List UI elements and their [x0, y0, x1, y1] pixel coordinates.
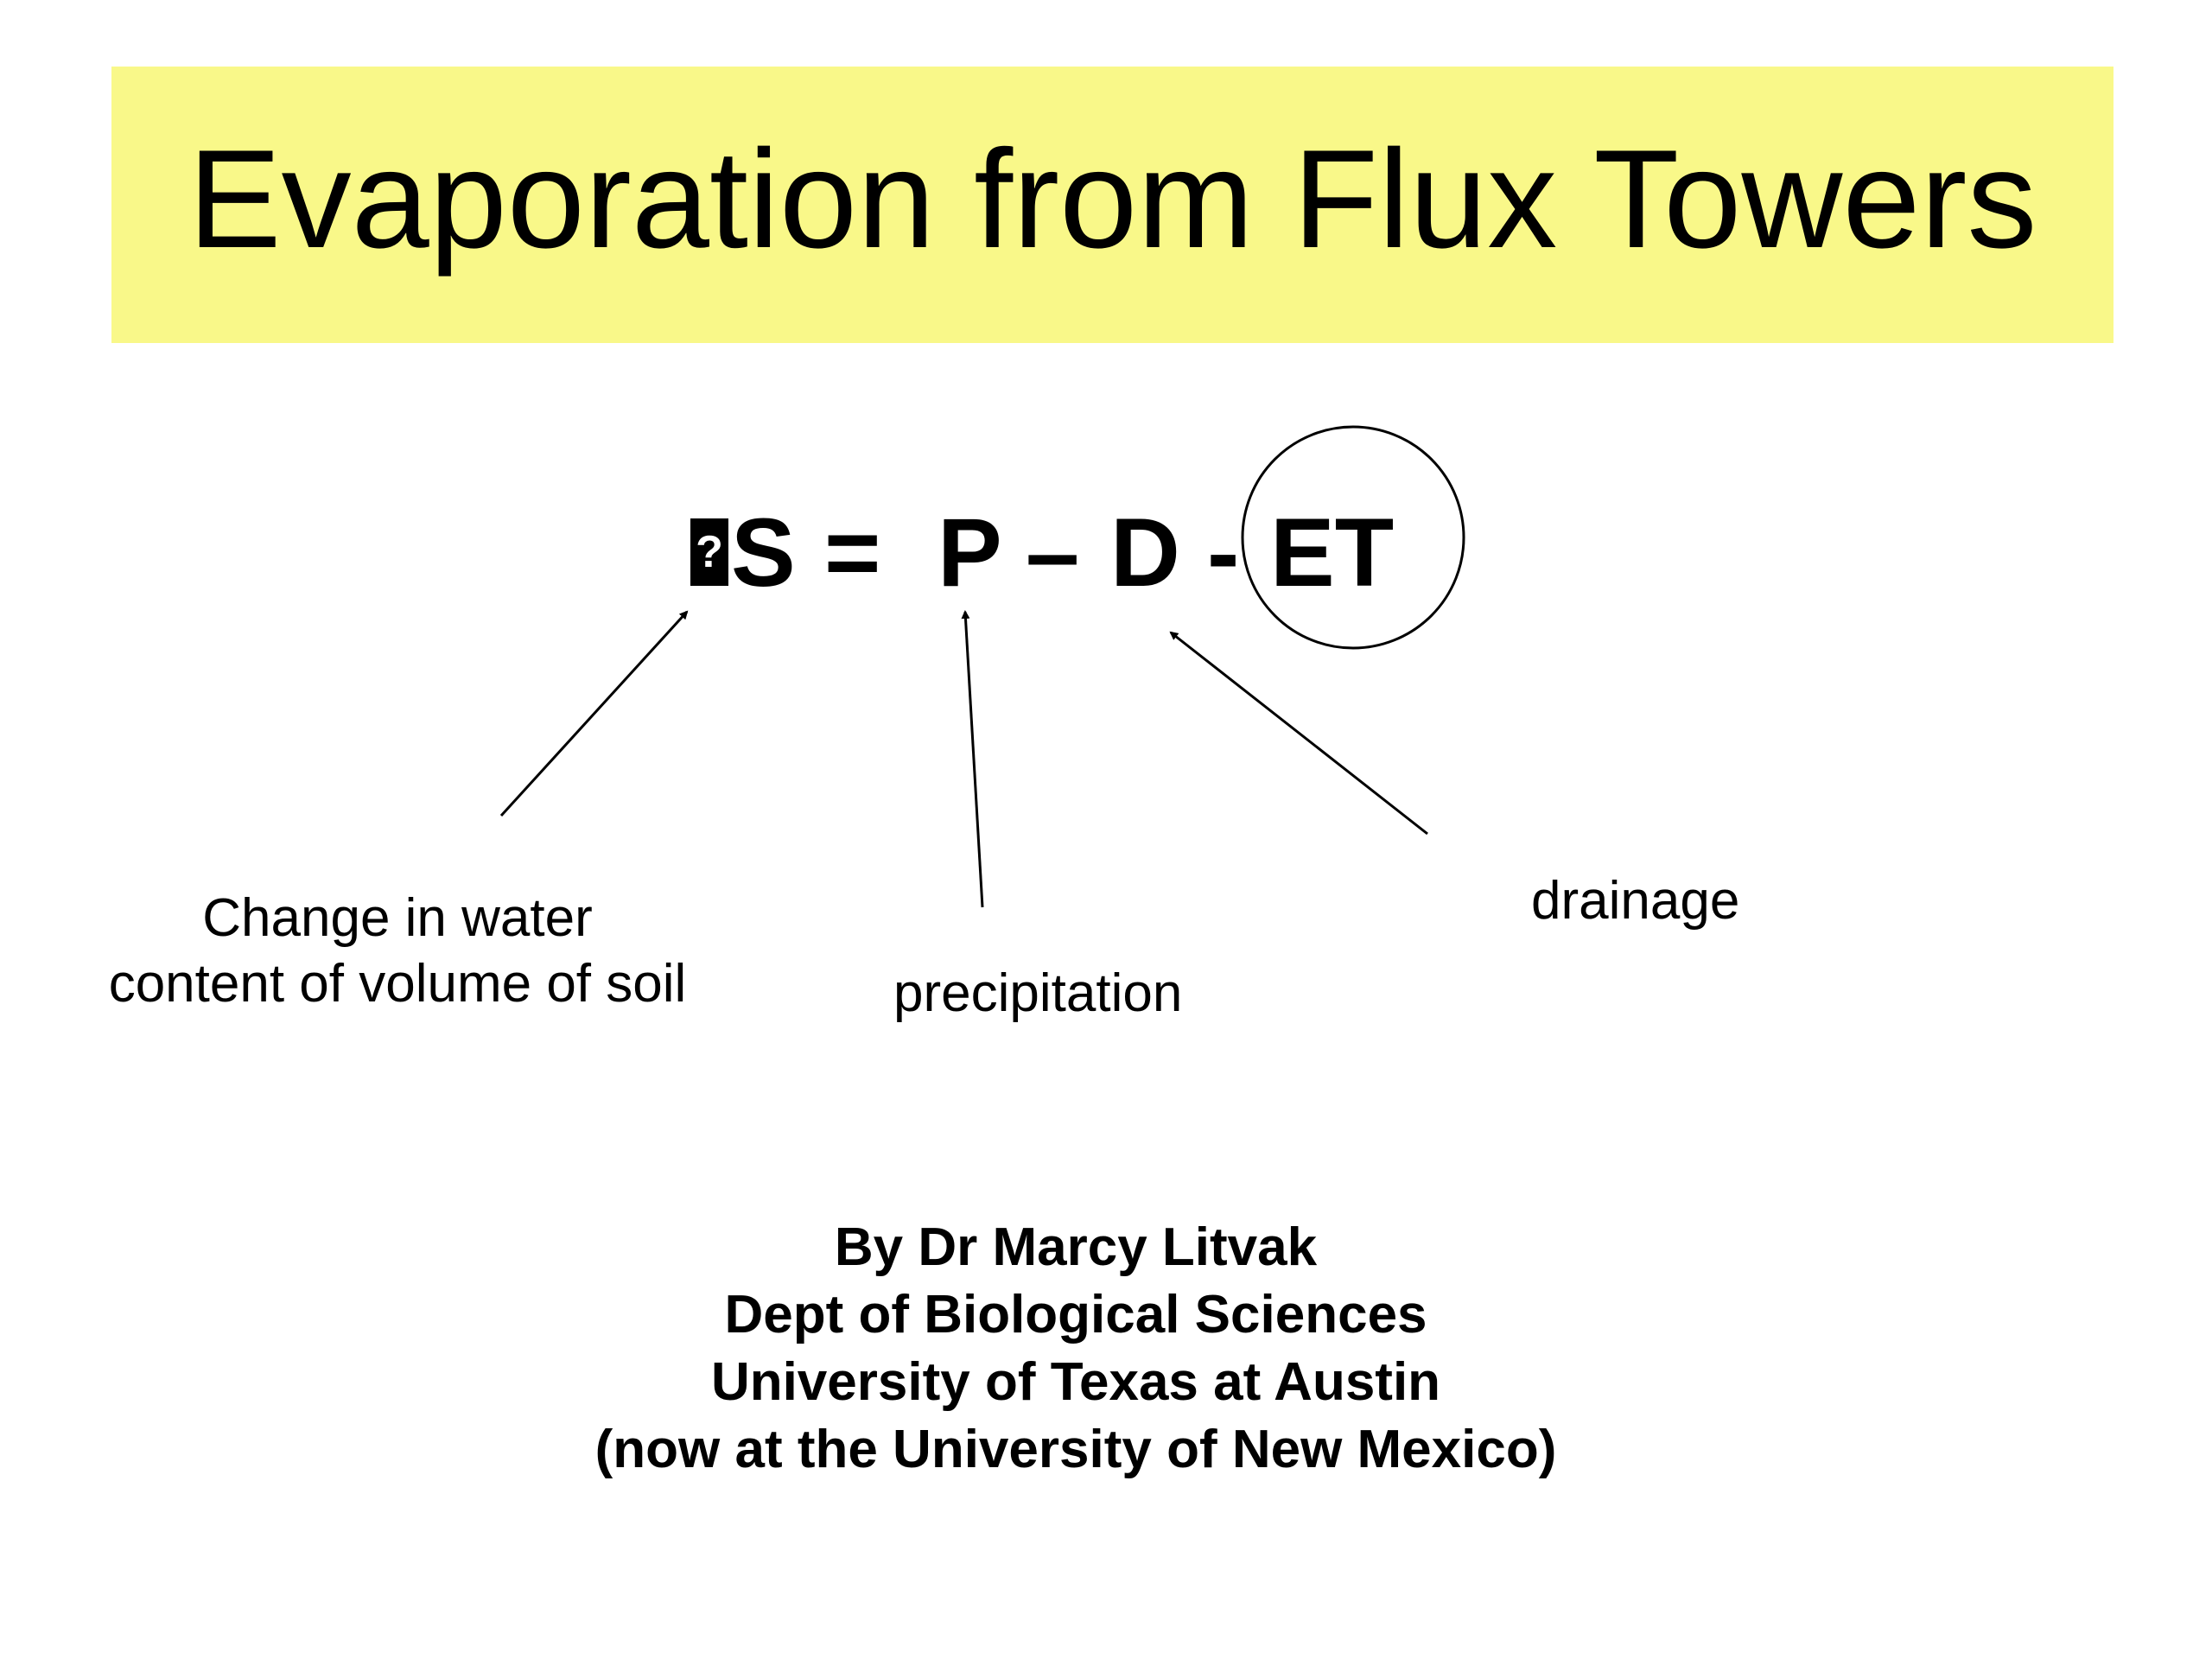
equation-evapotranspiration: ET: [1270, 499, 1395, 607]
storage-label-line: content of volume of soil: [108, 954, 687, 1014]
slide-title: Evaporation from Flux Towers: [188, 121, 2037, 277]
precipitation-arrow: [961, 610, 984, 908]
et-highlight-circle: [1241, 425, 1465, 650]
equation-storage: S: [731, 499, 796, 607]
credit-line: By Dr Marcy Litvak: [834, 1217, 1318, 1277]
storage-label-line: Change in water: [202, 888, 593, 948]
equation-equals: =: [824, 499, 881, 607]
equation-minus: –: [1026, 499, 1080, 607]
equation-drainage: D: [1110, 499, 1180, 607]
drainage-arrow: [1169, 631, 1428, 836]
precipitation-label: precipitation: [893, 963, 1183, 1023]
credit-line: University of Texas at Austin: [710, 1352, 1441, 1412]
drainage-label: drainage: [1531, 871, 1740, 931]
author-credits: By Dr Marcy Litvak Dept of Biological Sc…: [0, 1214, 2212, 1484]
credit-line: (now at the University of New Mexico): [594, 1420, 1557, 1479]
storage-label: Change in water content of volume of soi…: [86, 886, 709, 1017]
storage-arrow: [499, 610, 689, 817]
equation-precipitation: P: [938, 499, 1002, 607]
delta-glyph: ?: [690, 518, 728, 586]
credit-line: Dept of Biological Sciences: [724, 1285, 1427, 1344]
equation-minus: -: [1207, 499, 1240, 607]
title-band: Evaporation from Flux Towers: [111, 67, 2113, 343]
